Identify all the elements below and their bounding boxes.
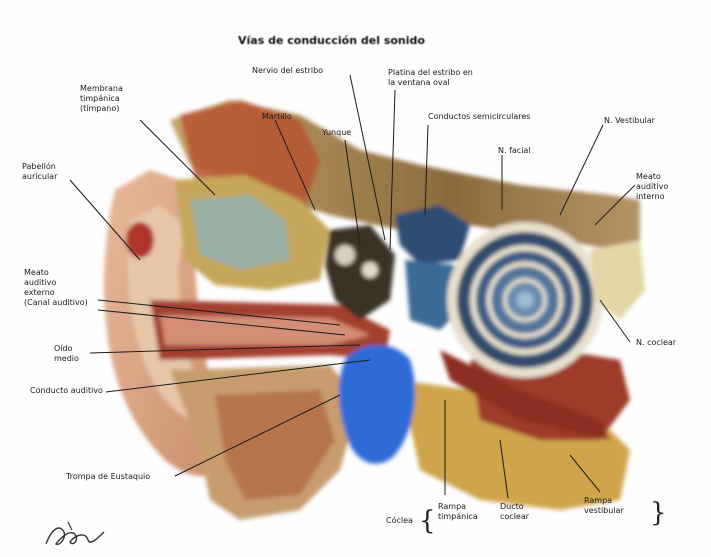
concha-red [126, 222, 154, 258]
label-pabellon-auricular: Pabellón auricular [22, 162, 57, 182]
label-conducto-auditivo: Conducto auditivo [30, 386, 103, 396]
right-brace-icon: } [650, 500, 667, 526]
anatomy-painting [104, 100, 645, 520]
left-brace-icon: { [419, 508, 436, 534]
label-conductos-semicirculares: Conductos semicirculares [428, 112, 530, 122]
label-rampa-vestibular: Rampa vestibular [584, 496, 624, 516]
label-n-vestibular: N. Vestibular [604, 116, 655, 126]
diagram-title: Vías de conducción del sonido [238, 34, 425, 47]
label-oido-medio: Oído medio [54, 344, 79, 364]
cochlea-apex [517, 292, 533, 308]
malleus-shape [335, 245, 355, 265]
label-martillo: Martillo [262, 112, 292, 122]
artist-signature [42, 518, 112, 552]
incus-shape [362, 262, 378, 278]
label-meato-auditivo-interno: Meato auditivo interno [636, 172, 668, 202]
label-rampa-timpanica: Rampa timpánica [438, 502, 478, 522]
label-n-facial: N. facial [498, 146, 531, 156]
label-n-coclear: N. coclear [636, 338, 676, 348]
label-yunque: Yunque [322, 128, 351, 138]
label-ducto-coclear: Ducto coclear [500, 502, 529, 522]
label-membrana-timpanica: Membrana timpánica (tímpano) [80, 84, 123, 114]
label-coclea: Cóclea [386, 516, 413, 526]
label-platina-estribo: Platina del estribo en la ventana oval [388, 68, 473, 88]
label-nervio-del-estribo: Nervio del estribo [252, 66, 323, 76]
label-meato-auditivo-externo: Meato auditivo externo (Canal auditivo) [24, 268, 88, 308]
label-trompa-eustaquio: Trompa de Eustaquio [66, 472, 150, 482]
